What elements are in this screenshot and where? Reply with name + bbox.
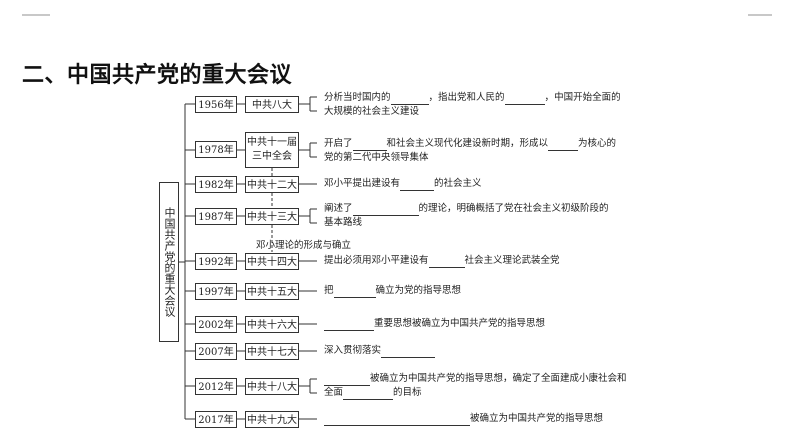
meeting-box: 中共十七大 (245, 343, 299, 360)
year-box: 1987年 (195, 208, 237, 225)
year-box: 2002年 (195, 316, 237, 333)
year-box: 1997年 (195, 283, 237, 300)
year-box: 1992年 (195, 253, 237, 270)
meeting-description: 阐述了的理论，明确概括了党在社会主义初级阶段的 基本路线 (324, 203, 609, 228)
meeting-box: 中共八大 (245, 96, 299, 113)
meeting-box: 中共十四大 (245, 253, 299, 270)
meeting-box: 中共十三大 (245, 208, 299, 225)
meeting-box: 中共十九大 (245, 411, 299, 428)
meeting-box: 中共十八大 (245, 378, 299, 395)
meeting-description: 深入贯彻落实 (324, 344, 436, 358)
meeting-box: 中共十六大 (245, 316, 299, 333)
meeting-box: 中共十一届三中全会 (245, 132, 299, 168)
year-box: 2007年 (195, 343, 237, 360)
meeting-description: 开启了和社会主义现代化建设新时期，形成以为核心的 党的第二代中央领导集体 (324, 138, 617, 163)
vertical-category-label: 中国共产党的重大会议 (159, 182, 179, 342)
year-box: 1982年 (195, 176, 237, 193)
meeting-box: 中共十二大 (245, 176, 299, 193)
top-decoration-left (22, 14, 50, 16)
meeting-description: 把确立为党的指导思想 (324, 285, 462, 298)
meeting-box: 中共十五大 (245, 283, 299, 300)
meeting-description: 分析当时国内的，指出党和人民的，中国开始全面的 大规模的社会主义建设 (324, 92, 621, 117)
top-decoration-right (748, 14, 772, 16)
year-box: 2017年 (195, 411, 237, 428)
year-box: 1956年 (195, 96, 237, 113)
year-box: 2012年 (195, 378, 237, 395)
meeting-description: 邓小平提出建设有的社会主义 (324, 178, 482, 191)
meeting-description: 重要思想被确立为中国共产党的指导思想 (324, 317, 545, 331)
deng-theory-label: 邓小理论的形成与确立 (256, 240, 352, 251)
meeting-description: 被确立为中国共产党的指导思想 (324, 412, 603, 426)
meeting-description: 被确立为中国共产党的指导思想，确定了全面建成小康社会和 全面的目标 (324, 373, 627, 400)
year-box: 1978年 (195, 141, 237, 158)
section-title: 二、中国共产党的重大会议 (22, 63, 293, 88)
meeting-description: 提出必须用邓小平建设有社会主义理论武装全党 (324, 255, 560, 268)
